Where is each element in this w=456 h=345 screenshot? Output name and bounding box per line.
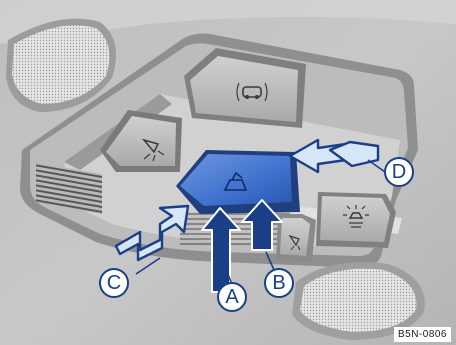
callout-a: A bbox=[217, 282, 247, 312]
button-interior-light[interactable] bbox=[316, 192, 396, 248]
callout-d: D bbox=[384, 157, 414, 187]
callout-b: B bbox=[264, 268, 294, 298]
callout-c: C bbox=[99, 268, 129, 298]
reference-code: B5N-0806 bbox=[394, 327, 451, 342]
